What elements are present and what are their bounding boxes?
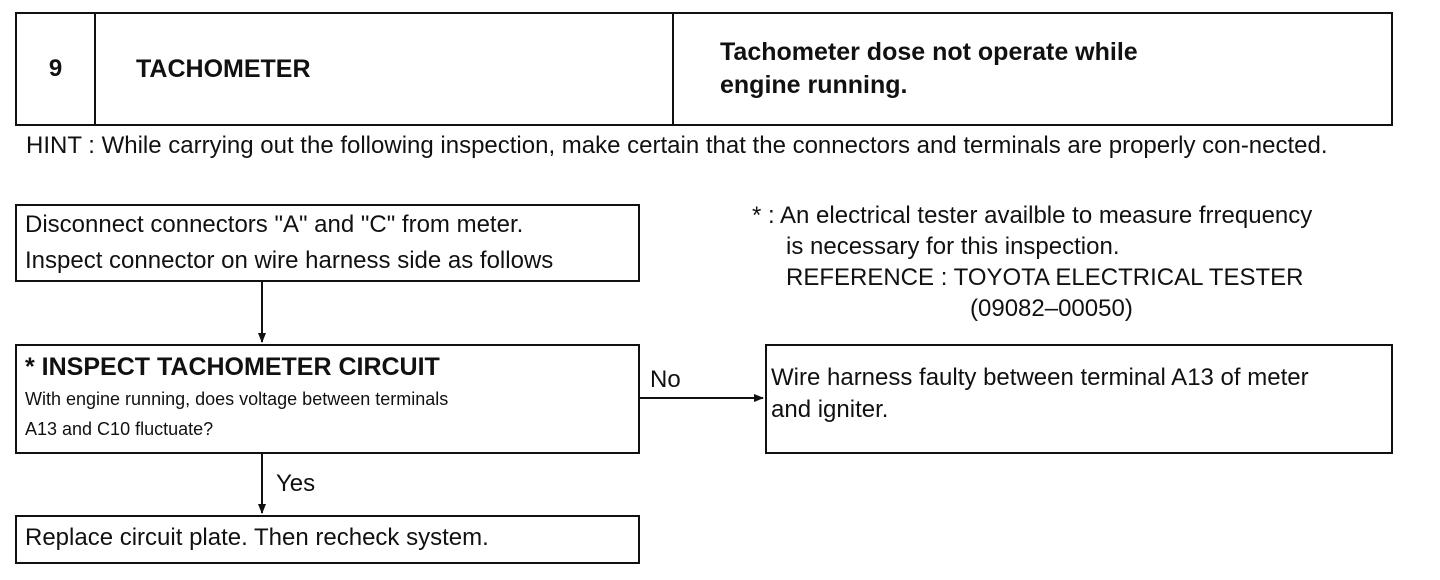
note-line-2: is necessary for this inspection. xyxy=(786,233,1120,260)
yes-result-box: Replace circuit plate. Then recheck syst… xyxy=(15,515,640,564)
no-result-line-1: Wire harness faulty between terminal A13… xyxy=(771,364,1309,391)
no-label: No xyxy=(650,366,681,393)
note-line-4: (09082–00050) xyxy=(970,295,1133,322)
step-number: 9 xyxy=(17,14,96,124)
inspect-title: * INSPECT TACHOMETER CIRCUIT xyxy=(25,353,440,381)
header-table: 9 TACHOMETER Tachometer dose not operate… xyxy=(15,12,1393,126)
system-name: TACHOMETER xyxy=(96,14,674,124)
inspect-question-line-2: A13 and C10 fluctuate? xyxy=(25,419,214,439)
yes-result-text: Replace circuit plate. Then recheck syst… xyxy=(25,524,489,551)
note-line-1: * : An electrical tester availble to mea… xyxy=(752,202,1313,229)
symptom-cell: Tachometer dose not operate while engine… xyxy=(674,14,1391,124)
no-result-box: Wire harness faulty between terminal A13… xyxy=(765,344,1393,454)
symptom-line-1: Tachometer dose not operate while xyxy=(720,38,1138,66)
disconnect-step-box: Disconnect connectors "A" and "C" from m… xyxy=(15,204,640,282)
disconnect-line-1: Disconnect connectors "A" and "C" from m… xyxy=(25,211,524,238)
inspect-question-line-1: With engine running, does voltage betwee… xyxy=(25,389,449,409)
tester-note: * : An electrical tester availble to mea… xyxy=(752,200,1312,324)
inspect-step-box: * INSPECT TACHOMETER CIRCUIT With engine… xyxy=(15,344,640,454)
note-line-3: REFERENCE : TOYOTA ELECTRICAL TESTER xyxy=(786,264,1304,291)
symptom-line-2: engine running. xyxy=(720,71,908,99)
no-result-line-2: and igniter. xyxy=(771,396,889,423)
hint-text: HINT : While carrying out the following … xyxy=(26,132,1328,159)
disconnect-line-2: Inspect connector on wire harness side a… xyxy=(25,247,554,274)
yes-label: Yes xyxy=(276,470,316,497)
